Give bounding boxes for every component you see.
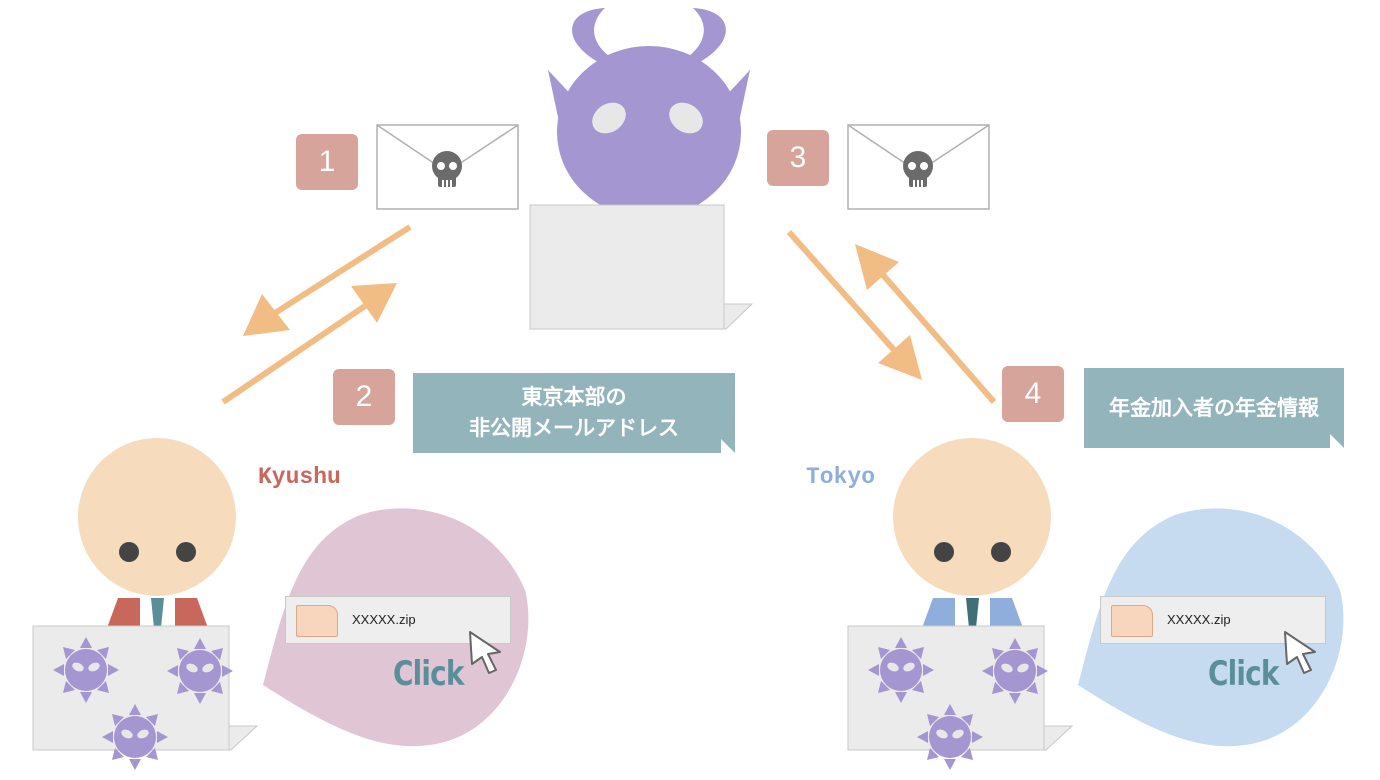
kyushu-person-icon: [78, 438, 236, 628]
cursor-arrow-icon: [1284, 631, 1316, 674]
note-fold-corner: [721, 439, 735, 453]
arrow-tokyo-to-attacker: [855, 244, 997, 404]
step-badge-1: 1: [296, 134, 358, 190]
note-line: 非公開メールアドレス: [469, 416, 679, 440]
arrow-attacker-to-kyushu: [243, 224, 412, 336]
zip-file-icon: [296, 605, 338, 637]
envelope-skull-icon: [376, 124, 519, 210]
kyushu-laptop-icon: [32, 625, 259, 770]
step-badge-2: 2: [333, 369, 395, 425]
arrow-attacker-to-tokyo: [786, 230, 922, 380]
step-badge-3: 3: [767, 130, 829, 186]
tokyo-label: Tokyo: [806, 464, 876, 490]
tokyo-click-label: Click: [1208, 654, 1279, 694]
envelope-skull-icon: [847, 124, 990, 210]
devil-icon: [548, 8, 750, 218]
kyushu-click-label: Click: [393, 654, 464, 694]
arrow-kyushu-to-attacker: [221, 283, 397, 405]
step-badge-4: 4: [1002, 366, 1064, 422]
tokyo-person-icon: [893, 438, 1051, 628]
kyushu-stolen-info-note: 東京本部の 非公開メールアドレス: [413, 373, 735, 453]
note-line: 年金加入者の年金情報: [1109, 395, 1319, 420]
note-line: 東京本部の: [521, 385, 627, 409]
kyushu-label: Kyushu: [258, 464, 341, 490]
tokyo-laptop-icon: [847, 625, 1074, 770]
file-name: XXXXX.zip: [352, 612, 416, 627]
note-fold-corner: [1330, 434, 1344, 448]
cursor-arrow-icon: [469, 631, 501, 674]
attacker-laptop-icon: [529, 204, 754, 330]
zip-file-icon: [1111, 605, 1153, 637]
file-name: XXXXX.zip: [1167, 612, 1231, 627]
tokyo-stolen-info-note: 年金加入者の年金情報: [1084, 368, 1344, 448]
